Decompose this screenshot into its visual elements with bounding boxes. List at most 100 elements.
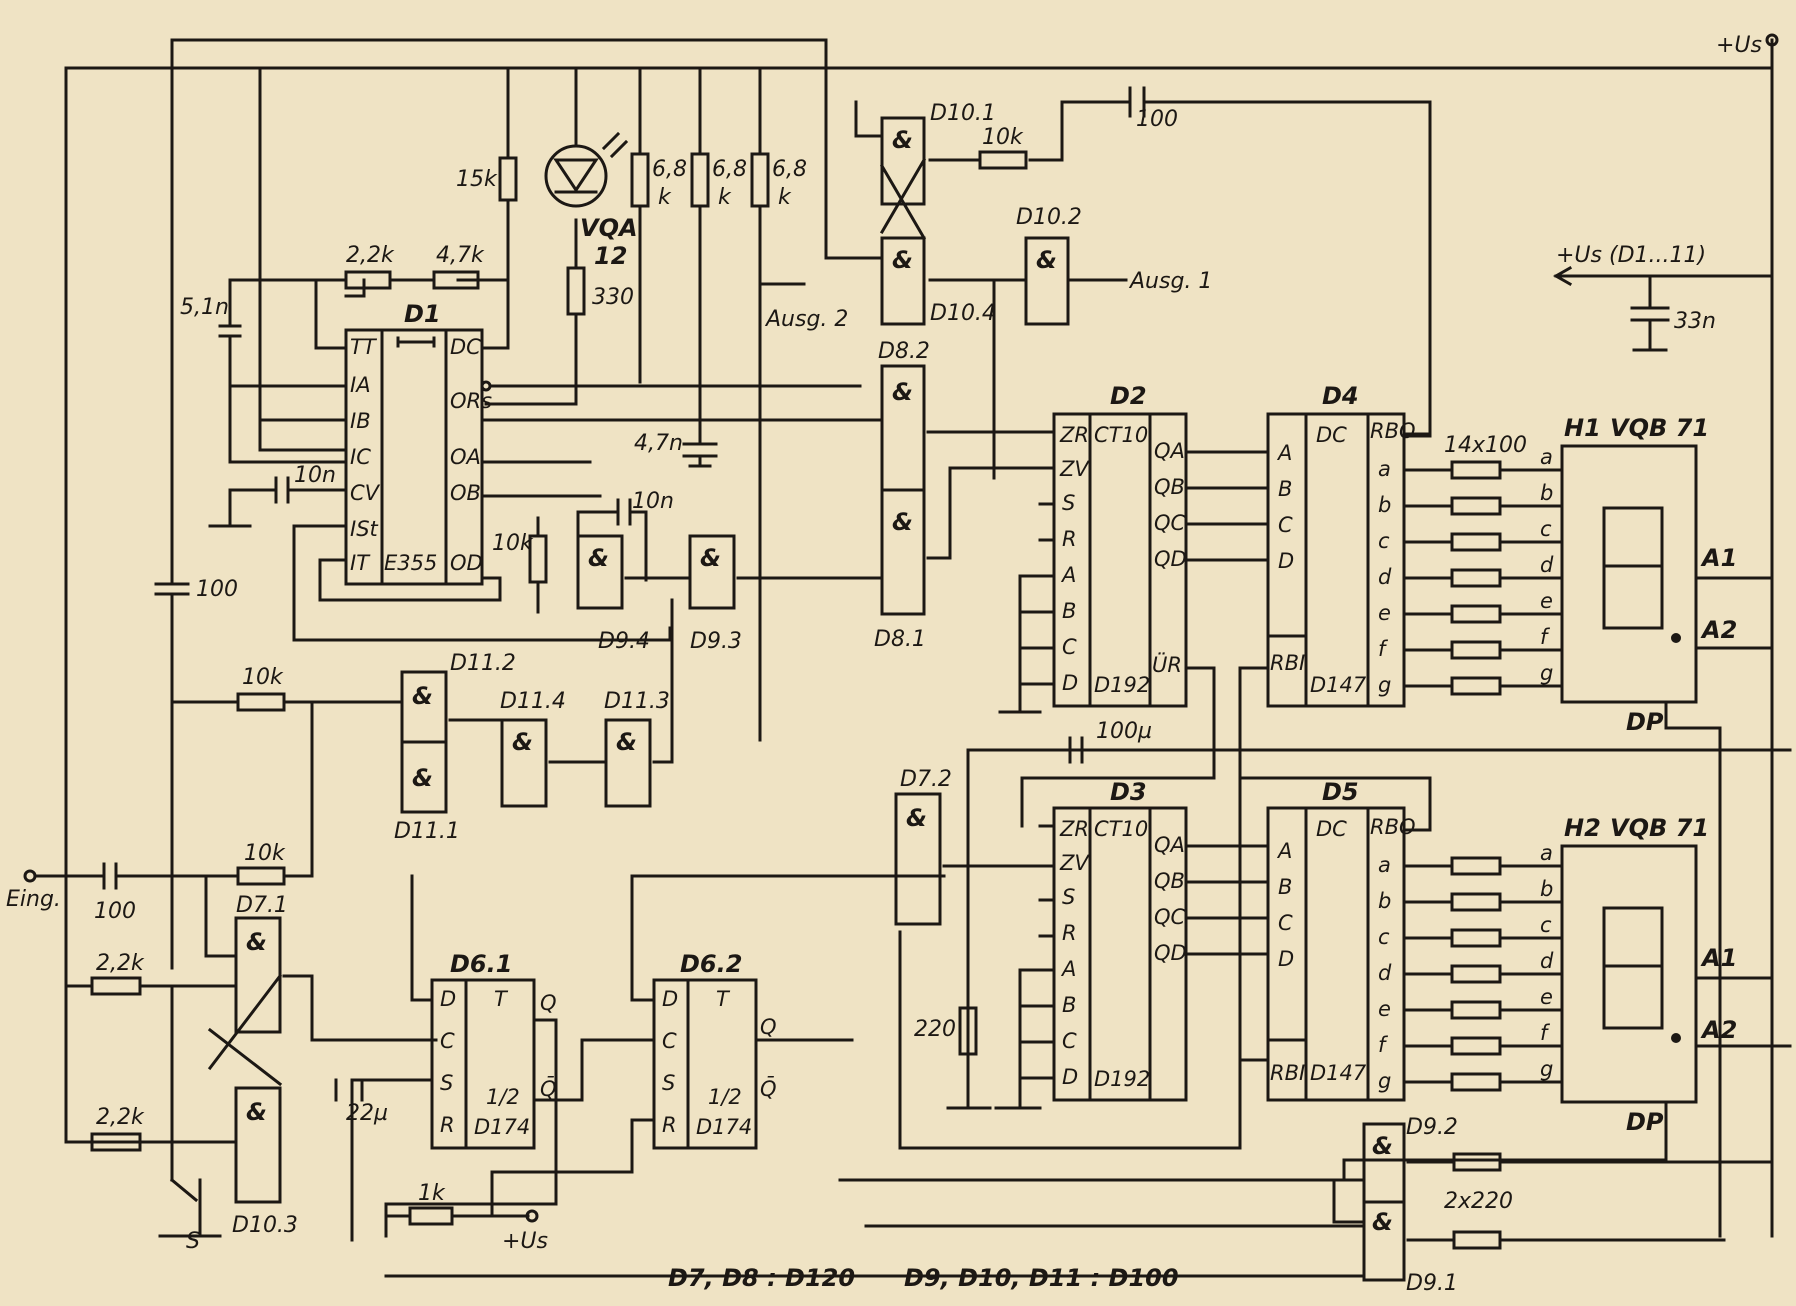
d3-qd: QD (1154, 941, 1187, 965)
d3-r: R (1062, 921, 1077, 945)
d3-zr: ZR (1059, 817, 1089, 841)
d2-qd: QD (1154, 547, 1187, 571)
c33n-label: 33n (1674, 309, 1716, 334)
d4-seg-a: a (1378, 457, 1391, 481)
d5-c: C (1278, 911, 1293, 935)
d4-seg-d: d (1378, 565, 1392, 589)
d2-type: D192 (1094, 673, 1150, 697)
h1-seg-e-label: e (1540, 589, 1553, 613)
d1-pin-ia: IA (350, 373, 371, 397)
d1-pin-tt: TT (350, 335, 378, 359)
display-h2: H2 VQB 71 DP A1 A2 (1342, 814, 1792, 1182)
d2-b: B (1062, 599, 1076, 623)
d4-seg-f: f (1378, 637, 1389, 661)
h1-a2: A2 (1700, 616, 1737, 644)
d1-network: 5,1n 10n 2,2k 4,7k 15k VQA 12 330 6,8 k … (154, 131, 882, 642)
d1-type: E355 (384, 551, 437, 575)
ff-d61: D6.1 D C S R T 1/2 D174 Q Q̄ (430, 950, 557, 1150)
d62-half: 1/2 (708, 1085, 742, 1109)
r68a-label: 6,8 (652, 157, 687, 182)
ff-d62: D6.2 D C S R T 1/2 D174 Q Q̄ (652, 950, 777, 1150)
d61-r: R (440, 1113, 455, 1137)
d61-name: D6.1 (450, 950, 512, 978)
h1-seg-a-resistor (1450, 460, 1502, 480)
d62-c: C (662, 1029, 677, 1053)
res-array2-label: 2x220 (1444, 1189, 1513, 1214)
h2-seg-d-resistor (1450, 964, 1502, 984)
r22ka-label: 2,2k (96, 951, 145, 976)
r47k-label: 4,7k (436, 243, 485, 268)
gate-amp-d92: & (1372, 1132, 1393, 1160)
h1-seg-c-label: c (1540, 517, 1552, 541)
d5-name: D5 (1322, 778, 1359, 806)
h1-seg-e-resistor (1450, 604, 1502, 624)
r1k-label: 1k (418, 1181, 446, 1206)
h2-seg-c-label: c (1540, 913, 1552, 937)
d62-r: R (662, 1113, 677, 1137)
gate-amp-d82: & (892, 378, 913, 406)
gates-d10: & D10.1 & D10.4 & D10.2 10k 100 Ausg. 1 … (764, 86, 1432, 480)
gate-d81-label: D8.1 (874, 627, 926, 652)
ic-d2: D2 CT10 D192 ZR ZV S R A B C D QA QB QC … (1052, 382, 1188, 708)
d5-type: D147 (1310, 1061, 1367, 1085)
d3-func: CT10 (1094, 817, 1148, 841)
h2-seg-a-label: a (1540, 841, 1553, 865)
d3-zv: ZV (1059, 851, 1090, 875)
d61-q: Q (540, 991, 557, 1015)
gate-d94-label: D9.4 (598, 629, 650, 654)
h1-seg-b-label: b (1540, 481, 1553, 505)
d1-pin-ob: OB (450, 481, 481, 505)
d62-d: D (662, 987, 678, 1011)
d62-qn: Q̄ (760, 1076, 777, 1101)
d61-s: S (440, 1071, 453, 1095)
d5-seg-c: c (1378, 925, 1390, 949)
ic-d1: D1 E355 TT IA IB IC CV ISt IT DC ORs OA … (344, 300, 492, 586)
gates-d9-34: & D9.4 & D9.3 10k 10n (492, 489, 884, 654)
gate-d82-label: D8.2 (878, 339, 930, 364)
gate-d112-label: D11.2 (450, 651, 516, 676)
footer-notes: D7, D8 : D120 D9, D10, D11 : D100 (668, 1264, 1179, 1292)
gate-amp-d114: & (512, 728, 533, 756)
c100-top-label: 100 (1136, 107, 1178, 132)
h1-seg-a-label: a (1540, 445, 1553, 469)
d61-c: C (440, 1029, 455, 1053)
gate-d71-label: D7.1 (236, 893, 288, 918)
h2-seg-b-resistor (1450, 892, 1502, 912)
gate-amp-d113: & (616, 728, 637, 756)
gate-d102-label: D10.2 (1016, 205, 1082, 230)
d3-name: D3 (1110, 778, 1147, 806)
gate-d101-label: D10.1 (930, 101, 996, 126)
c10n-label: 10n (294, 463, 336, 488)
d1-pin-ic: IC (350, 445, 371, 469)
d5-d: D (1278, 947, 1294, 971)
d5-seg-d: d (1378, 961, 1392, 985)
us-top-label: +Us (1716, 33, 1762, 58)
d5-a: A (1276, 839, 1292, 863)
d62-s: S (662, 1071, 675, 1095)
r10k-d94-label: 10k (492, 531, 534, 556)
d1-pin-ist: ISt (350, 517, 379, 541)
gate-amp-d101: & (892, 126, 913, 154)
h1-dp: DP (1626, 708, 1664, 736)
d3-b: B (1062, 993, 1076, 1017)
d3-a: A (1060, 957, 1076, 981)
r22k-label: 2,2k (346, 243, 395, 268)
d2-name: D2 (1110, 382, 1147, 410)
d4-type: D147 (1310, 673, 1367, 697)
note-d7-d8: D7, D8 : D120 (668, 1264, 855, 1292)
ic-d5: D5 DC D147 A B C D RBI RBO a b c d e f g (1266, 778, 1416, 1102)
c51n-label: 5,1n (180, 295, 229, 320)
gates-d11: & & D11.2 D11.1 & D11.4 & D11.3 10k (170, 598, 674, 878)
h2-name: H2 (1564, 814, 1601, 842)
gate-d91-label: D9.1 (1406, 1271, 1458, 1296)
supply-section: +Us +Us (D1...11) 33n (1552, 33, 1779, 352)
h1-seg-c-resistor (1450, 532, 1502, 552)
in-label: Eing. (6, 887, 61, 912)
c100-in-label: 100 (94, 899, 136, 924)
gate-amp-d102: & (1036, 246, 1057, 274)
display-h1: H1 VQB 71 DP A1 A2 (1560, 414, 1774, 1238)
gate-d114-label: D11.4 (500, 689, 566, 714)
d5-seg-e: e (1378, 997, 1391, 1021)
d3-qa: QA (1154, 833, 1185, 857)
gate-amp-d104: & (892, 246, 913, 274)
